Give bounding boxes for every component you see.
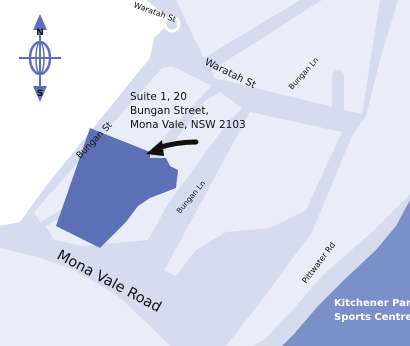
address-line-2: Bungan Street, bbox=[130, 105, 209, 117]
pond bbox=[332, 70, 344, 120]
compass-north-label: N bbox=[36, 28, 44, 38]
block-north-centre bbox=[176, 0, 300, 58]
address-block: Suite 1, 20 Bungan Street, Mona Vale, NS… bbox=[130, 91, 246, 131]
building-site bbox=[56, 128, 178, 248]
park-label-line-2: Sports Centre bbox=[334, 312, 410, 323]
roundabout bbox=[163, 15, 181, 33]
north-arrow-icon bbox=[33, 14, 47, 30]
park-label-line-1: Kitchener Park bbox=[334, 298, 410, 309]
south-arrow-icon bbox=[33, 86, 47, 102]
block-north-west bbox=[0, 0, 170, 226]
compass-south-label: S bbox=[37, 89, 43, 99]
block-south-west bbox=[0, 248, 170, 346]
address-line-3: Mona Vale, NSW 2103 bbox=[130, 119, 246, 131]
block-east bbox=[226, 0, 410, 346]
block-south-centre bbox=[164, 112, 342, 276]
kitchener-park-area bbox=[282, 200, 410, 346]
compass-rose: N S bbox=[19, 14, 61, 102]
address-line-1: Suite 1, 20 bbox=[130, 91, 187, 103]
location-arrow-head-icon bbox=[146, 140, 164, 156]
